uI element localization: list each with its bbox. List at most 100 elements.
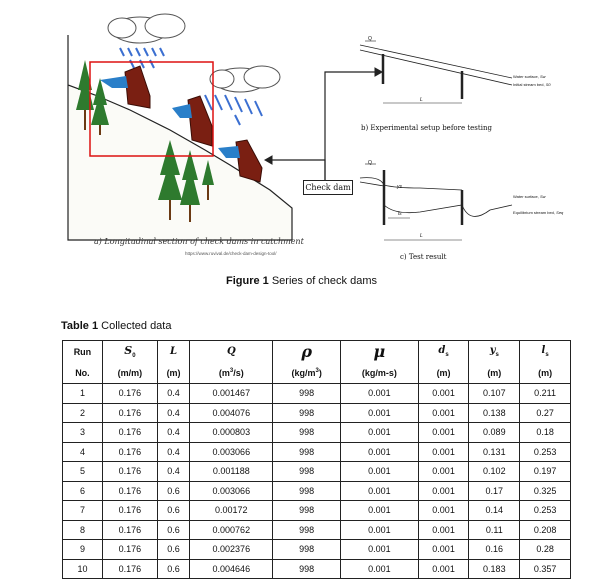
- table-cell: 9: [62, 539, 103, 560]
- table-cell: 0.000803: [189, 422, 274, 443]
- table-cell: 0.4: [156, 441, 191, 462]
- table-cell: 7: [62, 500, 103, 521]
- table-cell: 0.001: [340, 539, 419, 560]
- header-ds: ds: [417, 340, 470, 362]
- table-cell: 0.004076: [189, 402, 274, 423]
- water-surface-label-c: Water surface, Sw: [513, 194, 546, 199]
- length-label-c: L: [420, 233, 423, 239]
- cloud-icon: [209, 65, 281, 93]
- table-cell: 0.253: [519, 441, 571, 462]
- table-cell: 0.00172: [189, 500, 274, 521]
- table-cell: 0.102: [468, 461, 521, 482]
- table-cell: 0.138: [468, 402, 521, 423]
- table-cell: 0.28: [519, 539, 571, 560]
- length-label-b: L: [420, 97, 423, 103]
- table-cell: 0.6: [156, 558, 191, 579]
- table-cell: 3: [62, 422, 103, 443]
- header-run: Run: [62, 340, 103, 362]
- table-cell: 0.17: [468, 480, 521, 501]
- table-cell: 998: [272, 383, 342, 404]
- panel-c-diagram: [359, 163, 513, 241]
- panel-a-drawing: [67, 13, 293, 241]
- table-cell: 0.001: [417, 500, 470, 521]
- table-cell: 0.11: [468, 519, 521, 540]
- table-cell: 0.16: [468, 539, 521, 560]
- ls-label: ls: [398, 211, 402, 217]
- unit-s0: (m/m): [101, 362, 158, 384]
- table-cell: 0.001: [340, 441, 419, 462]
- figure-caption: Figure 1 Series of check dams: [0, 275, 603, 287]
- table-cell: 0.001: [417, 539, 470, 560]
- table-cell: 0.001: [417, 519, 470, 540]
- table-cell: 0.004646: [189, 558, 274, 579]
- table-cell: 0.176: [101, 402, 158, 423]
- table-cell: 998: [272, 539, 342, 560]
- unit-ds: (m): [417, 362, 470, 384]
- unit-mu: (kg/m-s): [340, 362, 419, 384]
- table-cell: 1: [62, 383, 103, 404]
- table-cell: 8: [62, 519, 103, 540]
- table-cell: 0.27: [519, 402, 571, 423]
- equilibrium-bed-label: Equilibrium stream bed, Seq: [513, 210, 564, 215]
- figure-caption-prefix: Figure 1: [225, 275, 269, 287]
- table-cell: 0.4: [156, 422, 191, 443]
- table-cell: 0.131: [468, 441, 521, 462]
- unit-l: (m): [156, 362, 191, 384]
- table-cell: 0.6: [156, 480, 191, 501]
- table-cell: 0.001: [417, 422, 470, 443]
- table-header-units: No. (m/m) (m) (m3/s) (kg/m3) (kg/m-s) (m…: [62, 362, 571, 384]
- table-cell: 0.176: [101, 441, 158, 462]
- table-cell: 998: [272, 422, 342, 443]
- trees: [76, 60, 214, 222]
- table-cell: 0.001: [340, 519, 419, 540]
- table-cell: 0.001: [417, 383, 470, 404]
- table-caption: Table 1 Collected data: [61, 320, 171, 332]
- table-cell: 0.001: [417, 461, 470, 482]
- table-cell: 0.003066: [189, 480, 274, 501]
- table-cell: 0.001467: [189, 383, 274, 404]
- table-cell: 0.183: [468, 558, 521, 579]
- panel-b-caption: b) Experimental setup before testing: [361, 124, 492, 132]
- table-cell: 0.000762: [189, 519, 274, 540]
- table-cell: 998: [272, 558, 342, 579]
- table-cell: 0.176: [101, 500, 158, 521]
- panel-c-caption: c) Test result: [400, 253, 447, 261]
- table-cell: 998: [272, 461, 342, 482]
- panel-a-source: https://www.ruvival.de/check-dam-design-…: [185, 251, 277, 256]
- table-cell: 0.176: [101, 539, 158, 560]
- table-cell: 0.001: [340, 422, 419, 443]
- table-cell: 0.001: [417, 480, 470, 501]
- ys-label: ys: [397, 184, 402, 190]
- unit-run: No.: [62, 362, 103, 384]
- table-cell: 998: [272, 441, 342, 462]
- header-q: Q: [189, 340, 274, 362]
- table-caption-text: Collected data: [98, 320, 172, 332]
- table-cell: 0.4: [156, 402, 191, 423]
- check-dam-shapes: [124, 65, 263, 183]
- water-pools: [100, 76, 240, 158]
- table-cell: 0.176: [101, 480, 158, 501]
- table-cell: 0.001: [340, 480, 419, 501]
- table-cell: 0.6: [156, 500, 191, 521]
- table-cell: 6: [62, 480, 103, 501]
- table-cell: 0.325: [519, 480, 571, 501]
- table-cell: 998: [272, 500, 342, 521]
- table-cell: 2: [62, 402, 103, 423]
- table-cell: 0.4: [156, 461, 191, 482]
- table-cell: 0.14: [468, 500, 521, 521]
- table-cell: 5: [62, 461, 103, 482]
- table-cell: 0.176: [101, 519, 158, 540]
- table-cell: 0.002376: [189, 539, 274, 560]
- panel-b-diagram: [263, 40, 513, 186]
- unit-q: (m3/s): [189, 362, 274, 384]
- table-cell: 0.001: [340, 383, 419, 404]
- table-cell: 0.208: [519, 519, 571, 540]
- table-cell: 0.001: [417, 441, 470, 462]
- table-cell: 10: [62, 558, 103, 579]
